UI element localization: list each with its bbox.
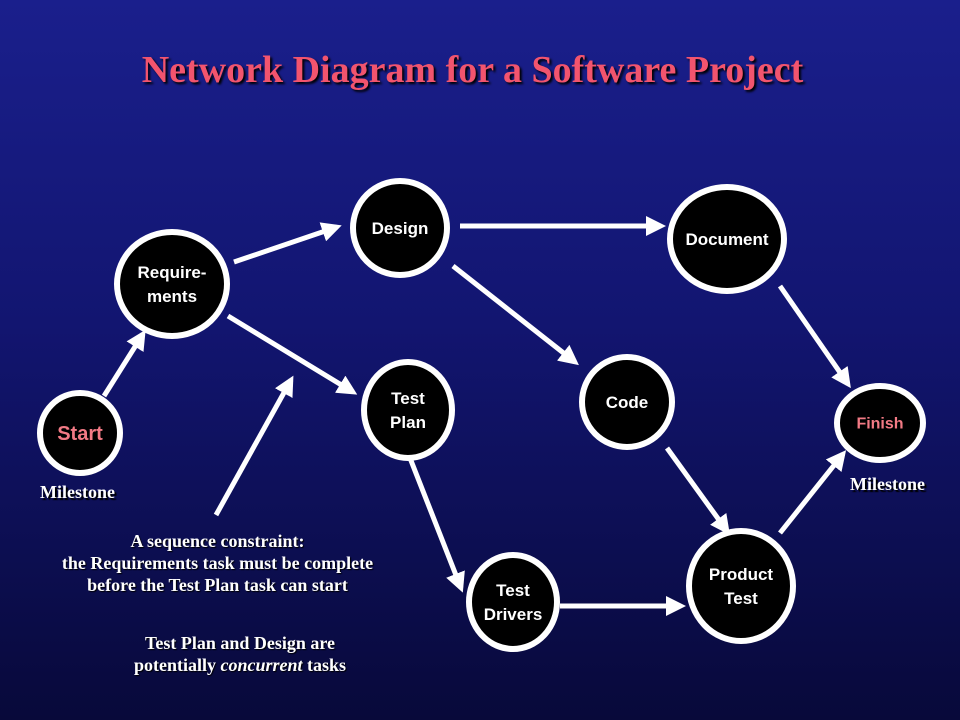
node-label: Plan	[390, 413, 426, 432]
node-label: ments	[147, 287, 197, 306]
node-label: Start	[57, 423, 103, 445]
node-design: Design	[350, 178, 450, 278]
node-label: Require-	[138, 263, 207, 282]
node-circle	[466, 552, 560, 652]
sequence-constraint-note: A sequence constraint: the Requirements …	[20, 530, 415, 596]
node-circle	[686, 528, 796, 644]
page-title: Network Diagram for a Software Project	[141, 49, 804, 91]
node-label: Finish	[856, 416, 903, 433]
node-circle	[834, 383, 926, 463]
node-label: Test	[496, 581, 530, 600]
concurrent-note-pre: potentially	[133, 655, 221, 675]
node-circle	[37, 390, 123, 476]
concurrent-note-emphasis: concurrent	[220, 655, 303, 675]
product-test-to-finish-arrow	[778, 450, 847, 535]
node-label: Test	[724, 589, 758, 608]
requirements-to-design-arrow	[233, 222, 342, 265]
concurrent-tasks-note: Test Plan and Design are potentially con…	[70, 632, 410, 676]
test-plan-to-test-drivers-arrow	[407, 457, 465, 593]
node-finish: Finish	[834, 383, 926, 463]
code-to-product-test-arrow	[664, 446, 730, 536]
node-document: Document	[667, 184, 787, 294]
node-circle	[667, 184, 787, 294]
node-label: Design	[372, 219, 429, 238]
node-label: Document	[685, 230, 768, 249]
node-circle	[350, 178, 450, 278]
node-label: Test	[391, 389, 425, 408]
start-milestone-label: Milestone	[40, 482, 115, 502]
node-label: Code	[606, 393, 649, 412]
node-requirements: Require-ments	[114, 229, 230, 339]
node-label: Product	[709, 565, 774, 584]
document-to-finish-arrow	[777, 284, 851, 389]
constraint-pointer-arrow	[213, 375, 294, 517]
node-start: Start	[37, 390, 123, 476]
start-to-requirements-arrow	[101, 329, 146, 398]
node-code: Code	[579, 354, 675, 450]
sequence-note-line-1: A sequence constraint:	[130, 531, 305, 551]
sequence-note-line-2: the Requirements task must be complete	[61, 553, 374, 573]
concurrent-note-line-2: potentially concurrent tasks	[70, 654, 410, 676]
node-circle	[114, 229, 230, 339]
concurrent-note-post: tasks	[302, 655, 347, 675]
finish-milestone-label: Milestone	[850, 474, 925, 494]
concurrent-note-line-1: Test Plan and Design are	[144, 633, 336, 653]
node-circle	[361, 359, 455, 461]
node-label: Drivers	[484, 605, 543, 624]
requirements-to-test-plan-arrow	[226, 313, 358, 395]
design-to-code-arrow	[451, 264, 579, 366]
node-circle	[579, 354, 675, 450]
sequence-note-line-3: before the Test Plan task can start	[87, 575, 348, 595]
